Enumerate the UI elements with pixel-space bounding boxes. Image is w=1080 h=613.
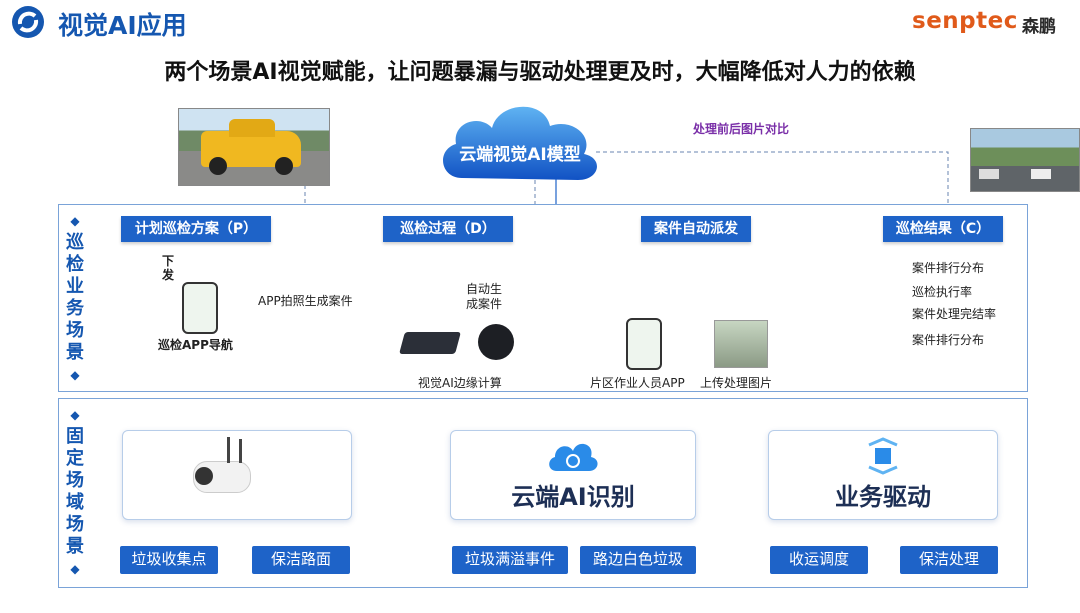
cloud-icon	[549, 443, 598, 471]
garbage-point-button[interactable]: 垃圾收集点	[120, 546, 218, 574]
fixed-section-label: ◆ 固定场域场景 ◆	[66, 408, 84, 576]
truck-photo	[178, 108, 330, 186]
clean-handling-button[interactable]: 保洁处理	[900, 546, 998, 574]
app-photo-label: APP拍照生成案件	[258, 294, 353, 308]
result-box[interactable]: 巡检结果（C）	[883, 216, 1003, 242]
result-item: 案件排行分布	[912, 333, 985, 347]
subtitle: 两个场景AI视觉赋能，让问题暴漏与驱动处理更及时，大幅降低对人力的依赖	[164, 60, 916, 85]
inspection-section-label: ◆ 巡检业务场景 ◆	[66, 214, 84, 382]
overflow-event-button[interactable]: 垃圾满溢事件	[452, 546, 568, 574]
issue-label: 下发	[162, 254, 175, 282]
cloud-model-label: 云端视觉AI模型	[459, 145, 581, 165]
dispatch-box[interactable]: 案件自动派发	[641, 216, 751, 242]
nav-app-phone	[182, 282, 218, 334]
upload-photo	[714, 320, 768, 368]
cloud-ai-label: 云端AI识别	[511, 483, 635, 511]
edge-camera	[478, 324, 514, 360]
worker-label: 片区作业人员APP	[590, 376, 685, 390]
worker-app-phone	[626, 318, 662, 370]
page-title: 视觉AI应用	[58, 11, 187, 40]
cloud-ai-card: 云端AI识别	[450, 430, 696, 520]
drive-card: 业务驱动	[768, 430, 998, 520]
camera-card	[122, 430, 352, 520]
nav-app-label: 巡检APP导航	[158, 338, 233, 352]
upload-label: 上传处理图片	[700, 376, 773, 390]
result-item: 案件处理完结率	[912, 307, 997, 321]
drive-label: 业务驱动	[835, 483, 931, 511]
clean-road-button[interactable]: 保洁路面	[252, 546, 350, 574]
compare-label: 处理前后图片对比	[693, 122, 790, 136]
logo-icon	[12, 6, 44, 38]
edge-device	[399, 332, 461, 354]
brand-name: 森鹏	[1022, 17, 1056, 37]
result-item: 巡检执行率	[912, 285, 973, 299]
edge-label: 视觉AI边缘计算	[418, 376, 502, 390]
cloud-model-icon	[443, 106, 597, 180]
dispatch-schedule-button[interactable]: 收运调度	[770, 546, 868, 574]
auto-case-label: 自动生成案件	[466, 282, 503, 311]
brand-logo: senptec	[912, 8, 1018, 34]
cube-icon	[868, 437, 898, 475]
process-box[interactable]: 巡检过程（D）	[383, 216, 513, 242]
street-photo	[970, 128, 1080, 192]
roadside-litter-button[interactable]: 路边白色垃圾	[580, 546, 696, 574]
plan-box[interactable]: 计划巡检方案（P）	[121, 216, 271, 242]
result-item: 案件排行分布	[912, 261, 985, 275]
